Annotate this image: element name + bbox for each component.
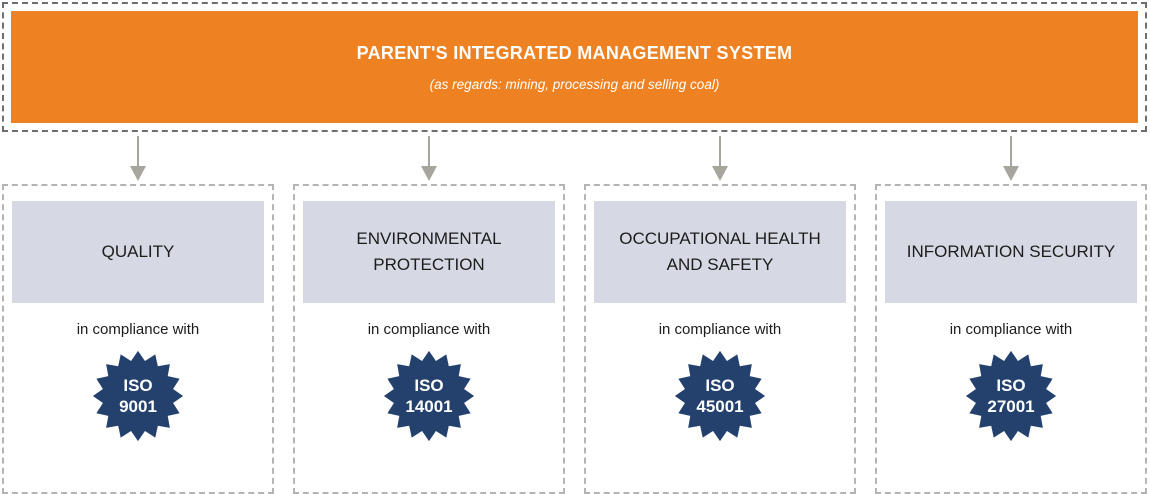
iso-certification-badge: ISO 45001 <box>673 349 767 443</box>
iso-certification-badge: ISO 27001 <box>964 349 1058 443</box>
compliance-label: in compliance with <box>76 321 200 338</box>
iso-certification-badge: ISO 9001 <box>91 349 185 443</box>
iso-badge-label: ISO 14001 <box>382 349 476 443</box>
iso-badge-line2: 45001 <box>696 397 744 416</box>
iso-badge-line1: ISO <box>414 376 444 395</box>
arrow-down-icon <box>2 136 274 184</box>
starburst-seal-icon <box>965 350 1057 442</box>
connector-arrows-row <box>2 136 1147 184</box>
iso-badge-line2: 9001 <box>119 397 157 416</box>
column-environmental-protection: ENVIRONMENTAL PROTECTION in compliance w… <box>293 184 565 494</box>
column-occupational-health-safety: OCCUPATIONAL HEALTH AND SAFETY in compli… <box>584 184 856 494</box>
area-title-box: QUALITY <box>12 201 264 303</box>
compliance-label: in compliance with <box>658 321 782 338</box>
starburst-seal-icon <box>383 350 475 442</box>
ims-header-box: PARENT'S INTEGRATED MANAGEMENT SYSTEM (a… <box>11 11 1138 123</box>
iso-certification-badge: ISO 14001 <box>382 349 476 443</box>
column-quality: QUALITY in compliance with ISO 9001 <box>2 184 274 494</box>
iso-badge-line1: ISO <box>996 376 1026 395</box>
arrow-down-icon <box>584 136 856 184</box>
iso-badge-label: ISO 27001 <box>964 349 1058 443</box>
iso-badge-line1: ISO <box>123 376 153 395</box>
starburst-seal-icon <box>92 350 184 442</box>
management-areas-row: QUALITY in compliance with ISO 9001 ENVI… <box>2 184 1147 494</box>
column-information-security: INFORMATION SECURITY in compliance with … <box>875 184 1147 494</box>
area-title-box: OCCUPATIONAL HEALTH AND SAFETY <box>594 201 846 303</box>
compliance-label: in compliance with <box>949 321 1073 338</box>
iso-badge-label: ISO 9001 <box>91 349 185 443</box>
compliance-label: in compliance with <box>367 321 491 338</box>
iso-badge-line2: 27001 <box>987 397 1035 416</box>
iso-badge-line1: ISO <box>705 376 735 395</box>
page-subtitle: (as regards: mining, processing and sell… <box>429 76 720 92</box>
iso-badge-label: ISO 45001 <box>673 349 767 443</box>
ims-header-container: PARENT'S INTEGRATED MANAGEMENT SYSTEM (a… <box>2 2 1147 132</box>
iso-badge-line2: 14001 <box>405 397 453 416</box>
arrow-down-icon <box>875 136 1147 184</box>
arrow-down-icon <box>293 136 565 184</box>
area-title-box: INFORMATION SECURITY <box>885 201 1137 303</box>
starburst-seal-icon <box>674 350 766 442</box>
page-title: PARENT'S INTEGRATED MANAGEMENT SYSTEM <box>356 42 793 63</box>
area-title-box: ENVIRONMENTAL PROTECTION <box>303 201 555 303</box>
